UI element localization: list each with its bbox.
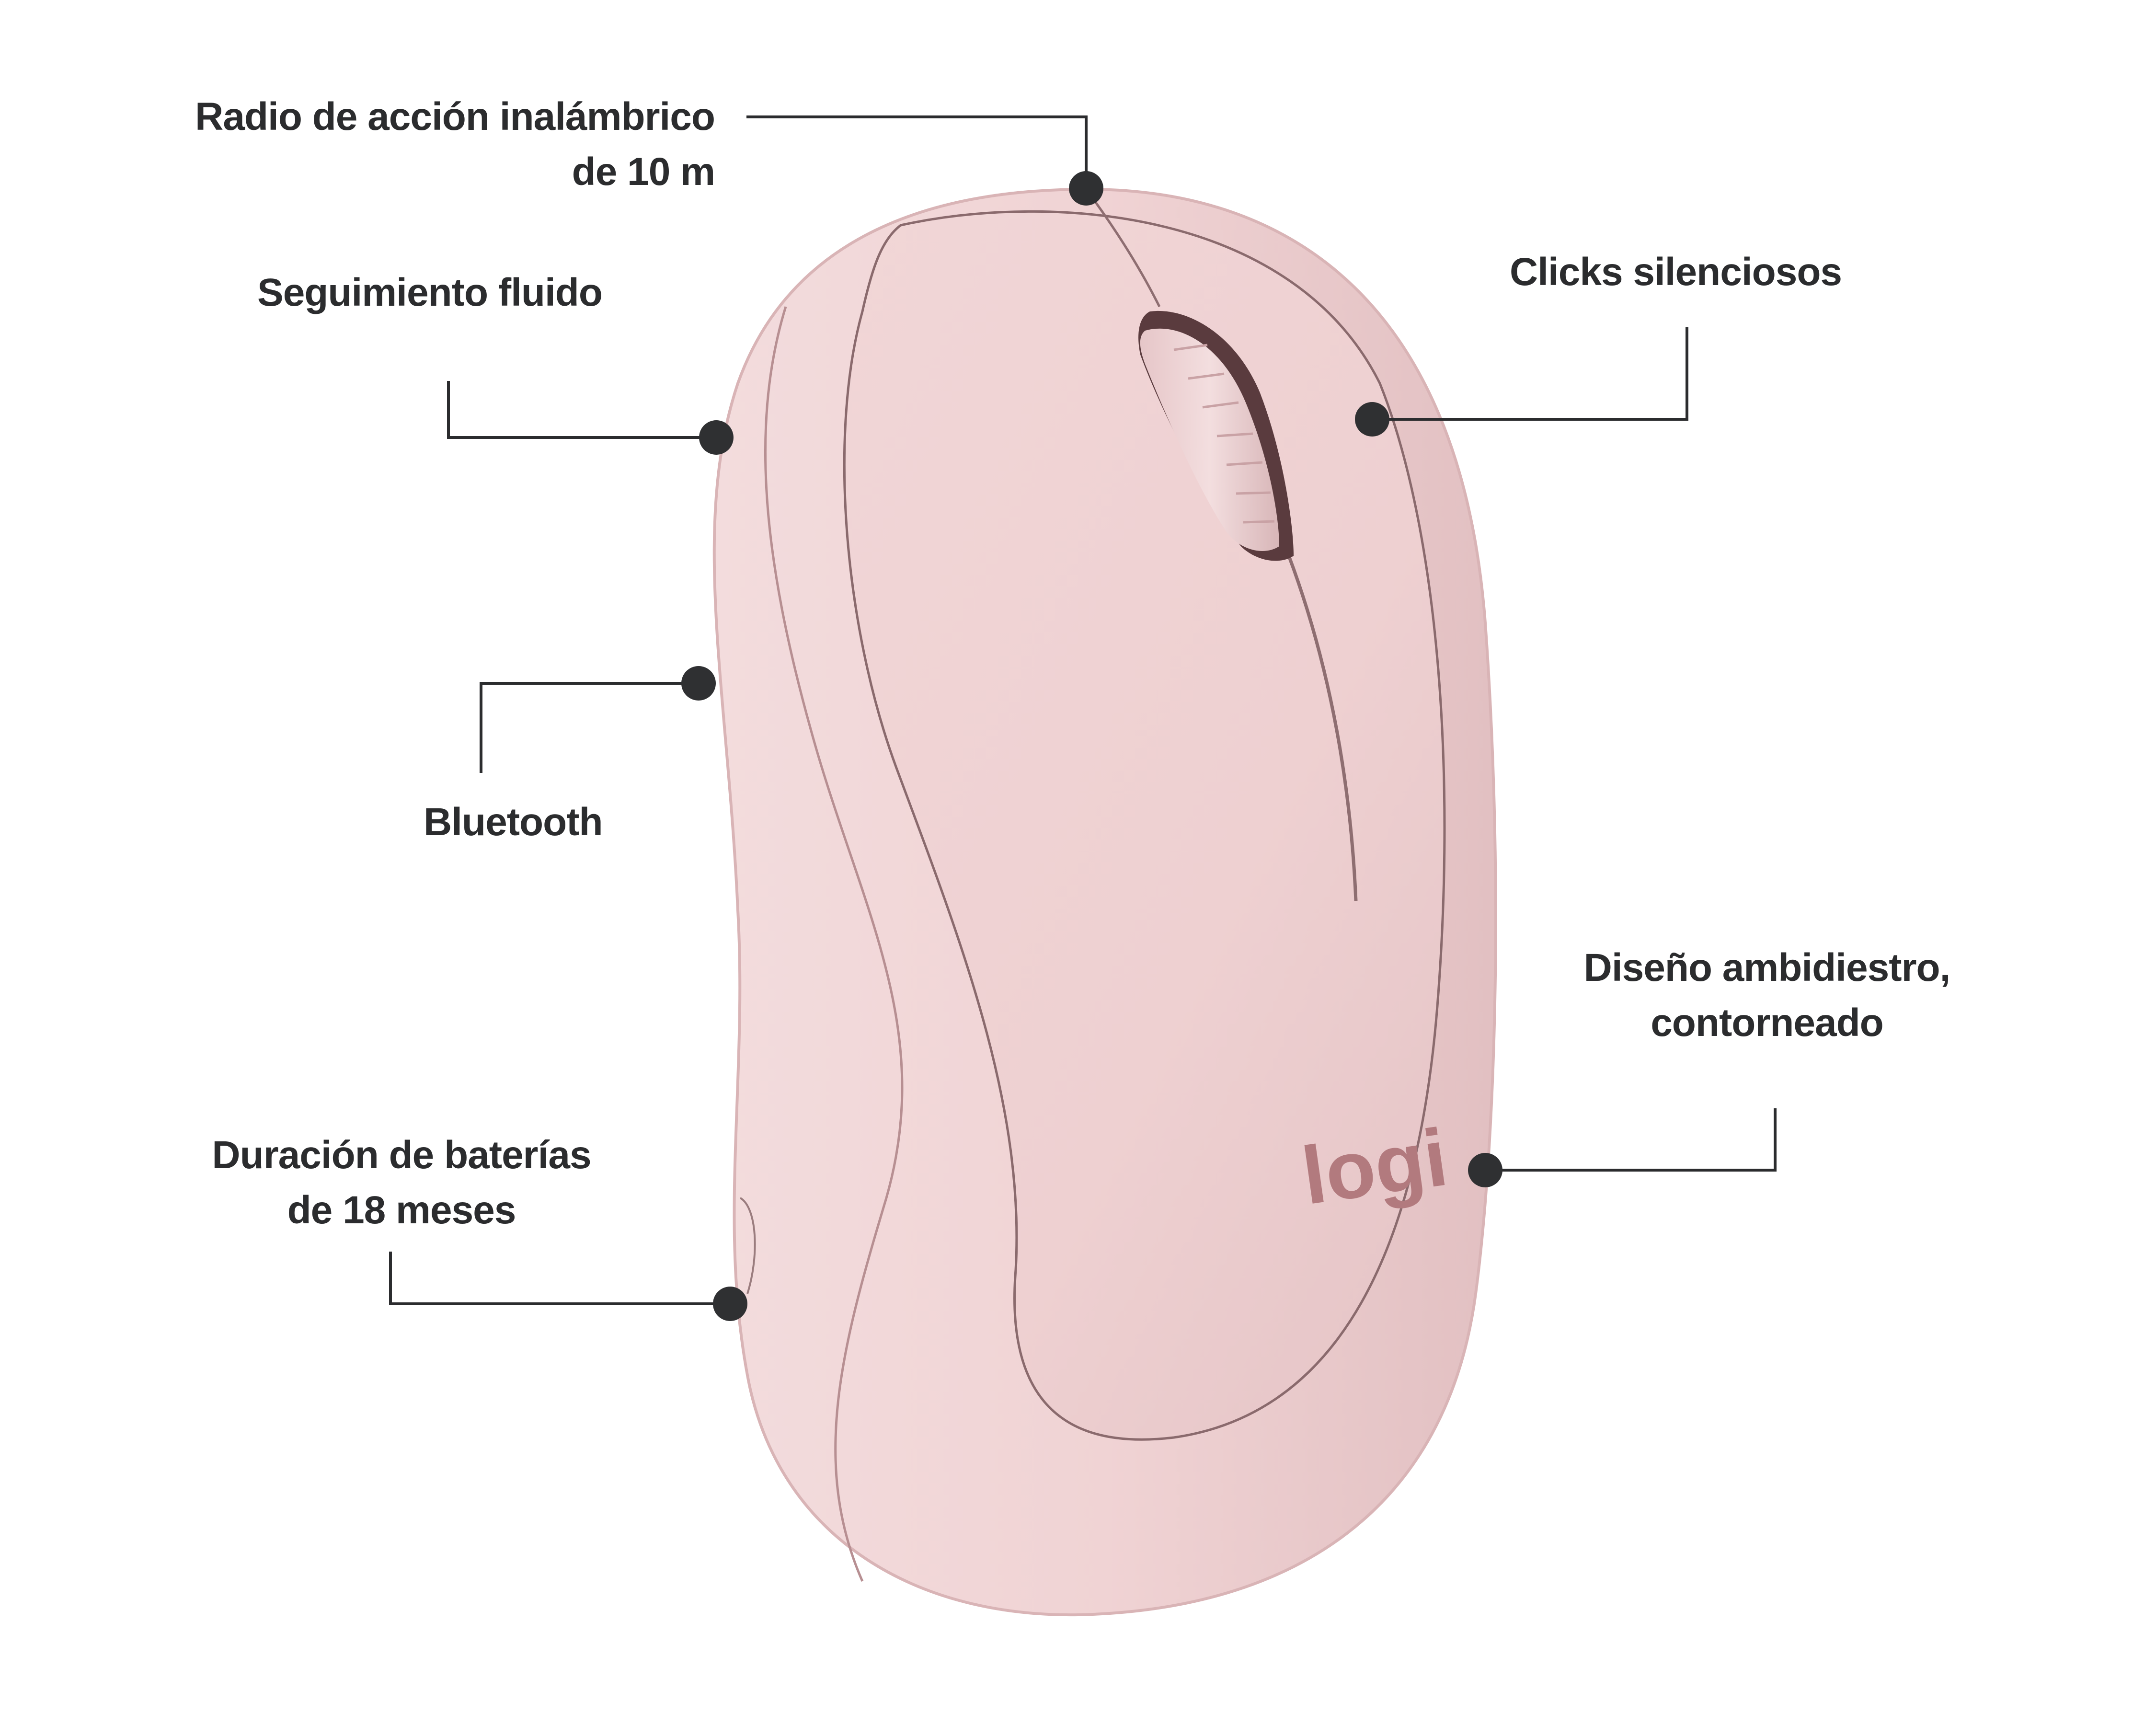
callout-dot <box>1355 402 1389 437</box>
callout-line: de 18 meses <box>287 1188 516 1232</box>
leader-line <box>1485 1169 1777 1172</box>
callout-ambidextrous-label: Diseño ambidiestro, contorneado <box>1527 940 2007 1050</box>
callout-line: Seguimiento fluido <box>257 271 603 314</box>
leader-line <box>1085 115 1088 188</box>
mouse-top-shell <box>843 210 1446 1441</box>
callout-line: Radio de acción inalámbrico <box>195 95 715 138</box>
scroll-wheel <box>1140 328 1279 551</box>
leader-line <box>1372 418 1688 421</box>
callout-line: de 10 m <box>572 150 715 194</box>
callout-dot <box>1069 171 1103 206</box>
leader-line <box>447 436 716 439</box>
callout-line: Duración de baterías <box>212 1133 591 1177</box>
callout-dot <box>713 1287 747 1321</box>
leader-line <box>1774 1108 1777 1172</box>
logi-logo: logi <box>1297 1112 1453 1222</box>
callout-dot <box>1468 1153 1502 1187</box>
callout-line: Bluetooth <box>424 800 603 844</box>
leader-line <box>389 1302 730 1305</box>
callout-wireless-range-label: Radio de acción inalámbrico de 10 m <box>92 89 715 199</box>
callout-line: Diseño ambidiestro, <box>1583 946 1951 989</box>
callout-bluetooth-label: Bluetooth <box>424 794 603 850</box>
leader-line <box>480 682 699 685</box>
leader-line <box>1686 327 1688 421</box>
leader-line <box>447 381 450 439</box>
callout-line: Clicks silenciosos <box>1510 250 1842 294</box>
leader-line <box>480 682 482 773</box>
callout-dot <box>699 420 734 455</box>
leader-line <box>746 115 1088 118</box>
callout-silent-clicks-label: Clicks silenciosos <box>1510 244 1842 299</box>
leader-line <box>389 1252 392 1305</box>
callout-dot <box>681 666 716 701</box>
callout-smooth-tracking-label: Seguimiento fluido <box>257 265 603 320</box>
callout-line: contorneado <box>1651 1001 1884 1045</box>
callout-battery-life-label: Duración de baterías de 18 meses <box>162 1127 641 1238</box>
